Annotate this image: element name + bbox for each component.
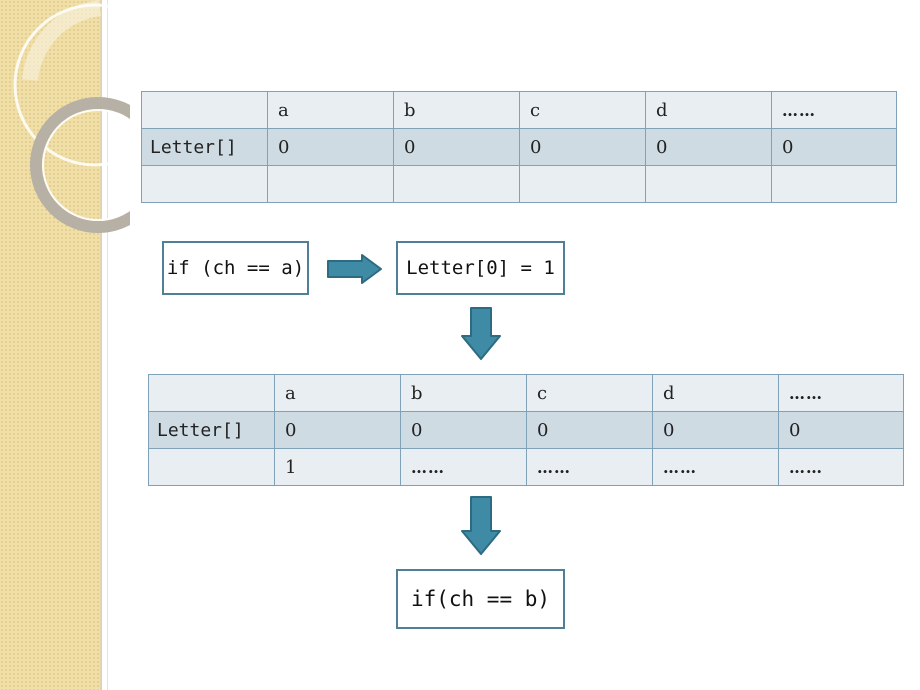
- table-cell: 0: [519, 128, 646, 166]
- table-header-row: a b c d ……: [148, 374, 904, 412]
- table-header-cell: c: [519, 91, 646, 129]
- table-cell: [393, 165, 520, 203]
- condition-text: if (ch == a): [166, 257, 305, 279]
- row-label: Letter[]: [148, 411, 275, 449]
- condition-box-ch-equals-a: if (ch == a): [162, 241, 309, 295]
- table-header-cell: b: [400, 374, 527, 412]
- table-cell: 0: [267, 128, 394, 166]
- table-cell: ……: [526, 448, 653, 486]
- table-cell: 0: [778, 411, 904, 449]
- letter-table-initial: a b c d …… Letter[] 0 0 0 0 0: [141, 91, 897, 203]
- table-cell: 0: [652, 411, 779, 449]
- table-header-cell: b: [393, 91, 520, 129]
- table-header-cell: d: [645, 91, 772, 129]
- table-cell: [148, 448, 275, 486]
- side-divider-line-thin: [107, 0, 108, 690]
- table-cell: [771, 165, 897, 203]
- table-cell: 0: [400, 411, 527, 449]
- table-cell: 0: [274, 411, 401, 449]
- table-row: 1 …… …… …… ……: [148, 448, 904, 486]
- condition-text: if(ch == b): [410, 587, 551, 611]
- table-cell: ……: [652, 448, 779, 486]
- condition-box-ch-equals-b: if(ch == b): [396, 569, 565, 629]
- table-row: Letter[] 0 0 0 0 0: [141, 128, 897, 166]
- table-cell: 0: [645, 128, 772, 166]
- action-text: Letter[0] = 1: [406, 257, 555, 279]
- side-divider-line: [100, 0, 102, 690]
- table-header-cell: ……: [771, 91, 897, 129]
- table-header-row: a b c d ……: [141, 91, 897, 129]
- table-row: [141, 165, 897, 203]
- letter-table-updated: a b c d …… Letter[] 0 0 0 0 0 1 …… …… ………: [148, 374, 904, 486]
- table-cell: [141, 91, 268, 129]
- table-header-cell: a: [267, 91, 394, 129]
- table-cell: ……: [778, 448, 904, 486]
- table-header-cell: d: [652, 374, 779, 412]
- table-cell: 0: [393, 128, 520, 166]
- table-header-cell: c: [526, 374, 653, 412]
- table-cell: 0: [526, 411, 653, 449]
- table-cell: [645, 165, 772, 203]
- down-arrow-icon: [461, 307, 501, 360]
- table-header-cell: a: [274, 374, 401, 412]
- table-cell: [141, 165, 268, 203]
- table-cell: [148, 374, 275, 412]
- right-arrow-icon: [327, 254, 382, 284]
- row-label: Letter[]: [141, 128, 268, 166]
- table-row: Letter[] 0 0 0 0 0: [148, 411, 904, 449]
- decorative-rings-icon: [13, 0, 130, 233]
- decorative-side-strip: [0, 0, 100, 690]
- table-cell: ……: [400, 448, 527, 486]
- table-cell: 0: [771, 128, 897, 166]
- down-arrow-icon: [461, 496, 501, 555]
- action-box-letter-assignment: Letter[0] = 1: [396, 241, 565, 295]
- table-cell: [519, 165, 646, 203]
- table-cell: 1: [274, 448, 401, 486]
- table-cell: [267, 165, 394, 203]
- table-header-cell: ……: [778, 374, 904, 412]
